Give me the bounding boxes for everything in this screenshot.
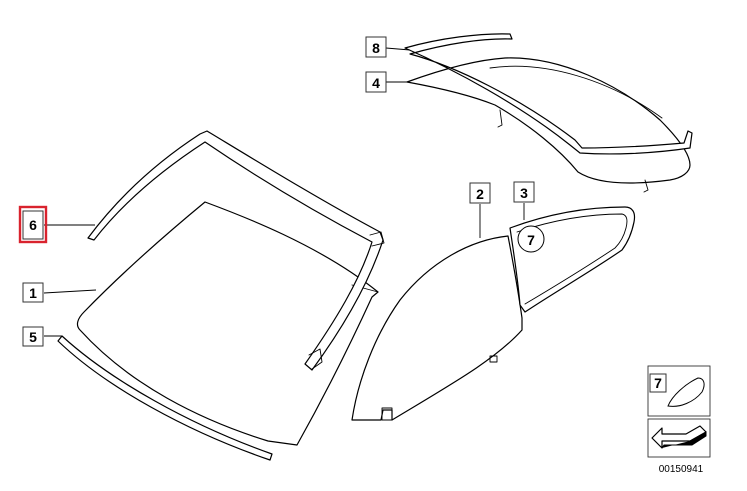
front-side-window[interactable] bbox=[351, 235, 523, 421]
leader-8 bbox=[385, 47, 411, 51]
callout-2-label: 2 bbox=[476, 186, 484, 202]
callout-7-circle-label: 7 bbox=[527, 232, 535, 248]
callout-8[interactable]: 8 bbox=[365, 36, 387, 58]
windscreen-moulding-seal[interactable] bbox=[87, 130, 385, 371]
lower-windscreen-seal[interactable] bbox=[57, 335, 273, 461]
rear-window[interactable] bbox=[406, 57, 691, 193]
callout-4[interactable]: 4 bbox=[365, 71, 387, 93]
direction-arrow-icon bbox=[651, 425, 707, 449]
clip-icon bbox=[667, 377, 705, 407]
callout-3-label: 3 bbox=[520, 185, 528, 201]
callout-5[interactable]: 5 bbox=[22, 326, 44, 347]
rear-window-seal[interactable] bbox=[404, 33, 693, 155]
legend-panel: 7 00150941 bbox=[647, 365, 711, 475]
callout-6-highlight bbox=[18, 205, 48, 244]
callout-6-label: 6 bbox=[29, 217, 37, 233]
callout-1[interactable]: 1 bbox=[22, 282, 44, 303]
callout-8-label: 8 bbox=[372, 40, 380, 56]
legend-7-label: 7 bbox=[654, 375, 662, 391]
diagram-reference-number: 00150941 bbox=[659, 464, 704, 475]
callout-4-label: 4 bbox=[372, 75, 380, 91]
callout-1-label: 1 bbox=[29, 285, 37, 301]
callout-7-circle[interactable]: 7 bbox=[517, 225, 545, 253]
leader-1 bbox=[43, 289, 97, 294]
direction-arrow-shadow bbox=[661, 431, 707, 449]
callout-3[interactable]: 3 bbox=[513, 181, 535, 203]
rear-quarter-window[interactable] bbox=[509, 206, 636, 313]
callout-6[interactable]: 6 bbox=[18, 205, 48, 244]
callout-2[interactable]: 2 bbox=[469, 182, 491, 204]
callout-5-label: 5 bbox=[29, 329, 37, 345]
